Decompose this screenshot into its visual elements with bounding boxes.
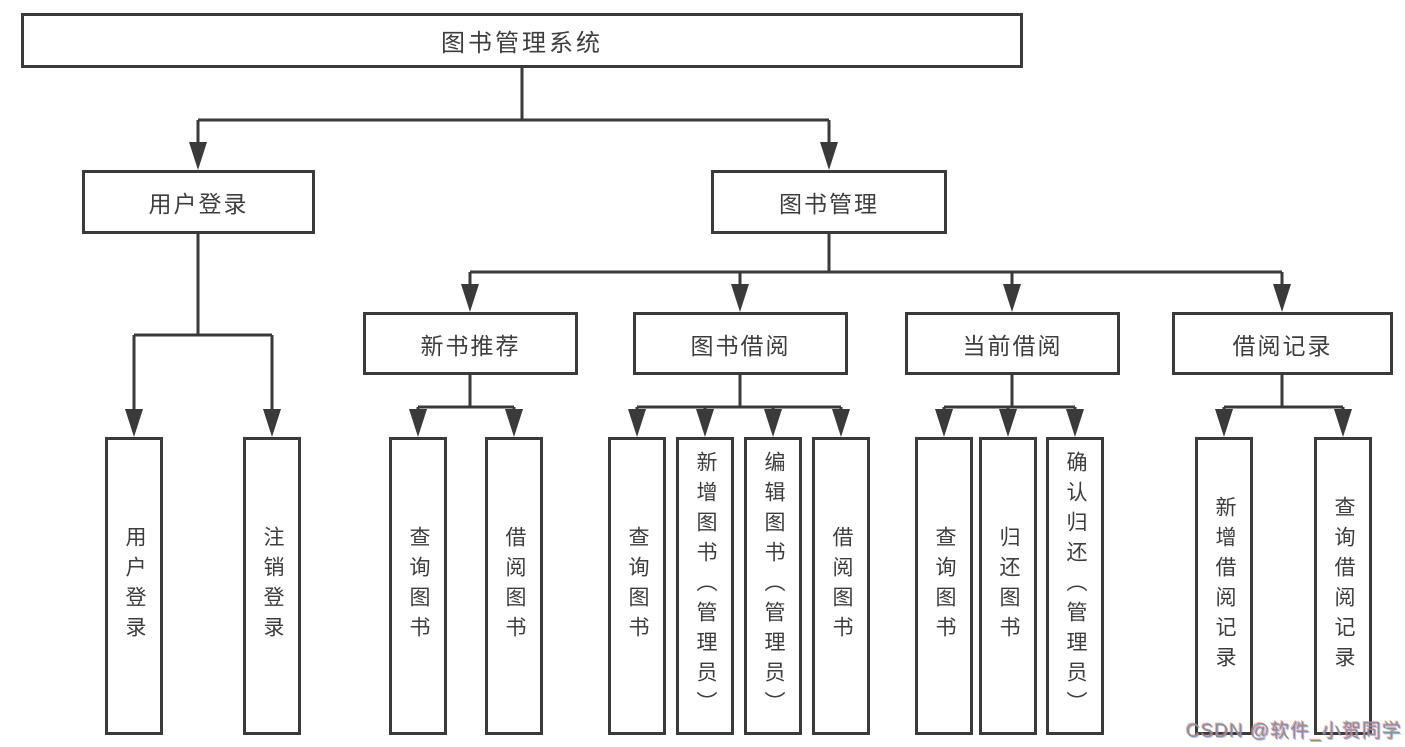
leaf-query-books-borrowing: 查询图书 [608,437,666,735]
leaf-add-borrow-record: 新增借阅记录 [1195,437,1253,735]
leaf-query-borrow-record: 查询借阅记录 [1314,437,1372,735]
leaf-borrow-books-recommend: 借阅图书 [485,437,543,735]
leaf-query-books-recommend: 查询图书 [389,437,447,735]
leaf-user-login: 用户登录 [105,437,163,735]
leaf-confirm-return-admin: 确认归还（管理员） [1046,437,1104,735]
node-new-book-recommend: 新书推荐 [363,312,578,375]
leaf-add-book-admin: 新增图书（管理员） [676,437,734,735]
node-borrowing-records: 借阅记录 [1172,312,1393,375]
node-book-borrowing: 图书借阅 [633,312,848,375]
node-root-system: 图书管理系统 [21,13,1023,68]
csdn-watermark: CSDN @软件_小贺同学 [1186,721,1402,742]
node-current-borrowing: 当前借阅 [905,312,1120,375]
leaf-borrow-books-borrowing: 借阅图书 [812,437,870,735]
leaf-query-books-current: 查询图书 [915,437,973,735]
leaf-edit-book-admin: 编辑图书（管理员） [744,437,802,735]
leaf-return-book: 归还图书 [979,437,1037,735]
leaf-logout: 注销登录 [243,437,301,735]
node-user-login: 用户登录 [82,170,315,234]
node-book-management: 图书管理 [711,170,947,234]
